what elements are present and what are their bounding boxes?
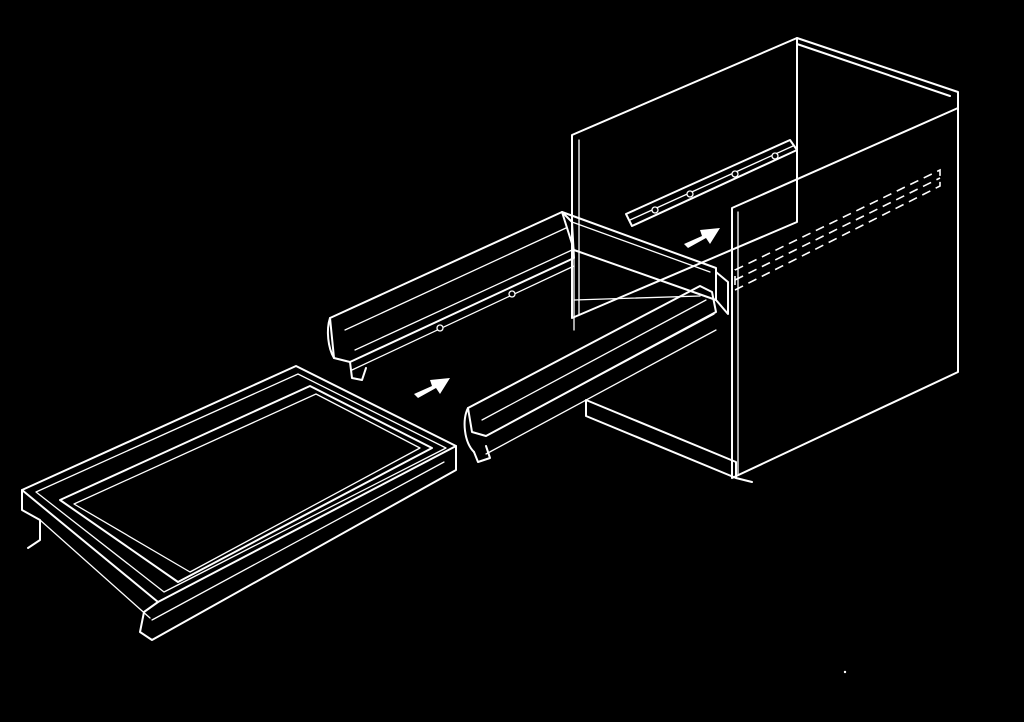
- drawer-bottom-tray: [21, 365, 457, 641]
- runner-rail-body: [625, 139, 798, 227]
- cabinet-side-panel: [731, 107, 959, 479]
- arrow-insert-icon: [684, 228, 720, 248]
- drawer-side-right: [463, 285, 717, 463]
- tray-inner-panel: [59, 385, 433, 583]
- cabinet-runner-rail: [625, 139, 798, 227]
- drawer-side-left-runner: [351, 265, 575, 371]
- rail-screw-hole: [651, 206, 659, 214]
- cabinet-bottom: [585, 399, 737, 479]
- stray-dot: [843, 670, 847, 674]
- drawer-screw-hole: [436, 324, 444, 332]
- drawer-side-right-rail: [485, 313, 715, 437]
- rail-screw-hole: [731, 170, 739, 178]
- drawer-side-left-edge: [344, 227, 567, 331]
- drawer-side-left: [326, 211, 575, 381]
- drawer-side-right-profile: [463, 407, 475, 453]
- drawer-back-panel: [561, 211, 729, 315]
- cabinet: [571, 37, 959, 483]
- tray-rim: [35, 373, 447, 593]
- drawer-side-right-front-hook: [473, 445, 491, 463]
- tray-front-lip-right: [139, 445, 457, 641]
- tray-recess: [73, 393, 421, 573]
- rail-screw-hole: [771, 152, 779, 160]
- drawer-side-left-front-hook: [349, 361, 367, 381]
- tray-side-edge: [151, 461, 445, 621]
- insert-arrow-drawer: [684, 228, 720, 248]
- insert-arrow-tray: [414, 378, 450, 398]
- drawer-screw-hole: [508, 290, 516, 298]
- hidden-rail-outline: [734, 168, 941, 292]
- drawer-side-right-runner: [485, 329, 717, 455]
- cabinet-top-edge: [796, 37, 959, 109]
- tray-lower-edge: [39, 519, 151, 619]
- rail-screw-hole: [686, 190, 694, 198]
- drawer-back-panel-body: [561, 211, 717, 301]
- cabinet-plinth-edge: [735, 477, 753, 483]
- drawer-back-panel-top: [571, 221, 711, 273]
- cabinet-back-wall: [571, 37, 798, 319]
- drawer-side-right-body: [467, 285, 717, 437]
- drawer-side-right-edge: [481, 299, 707, 421]
- arrow-insert-icon: [414, 378, 450, 398]
- tray-outline: [21, 365, 457, 603]
- drawer-side-left-rail: [354, 249, 573, 351]
- drawer-frame: [326, 211, 729, 463]
- hidden-rail-centerline: [734, 177, 941, 281]
- cabinet-top-inner-edge: [796, 43, 951, 97]
- drawer-side-left-body: [329, 211, 575, 363]
- drawer-side-left-profile: [326, 317, 335, 359]
- drawer-back-bracket: [715, 271, 729, 315]
